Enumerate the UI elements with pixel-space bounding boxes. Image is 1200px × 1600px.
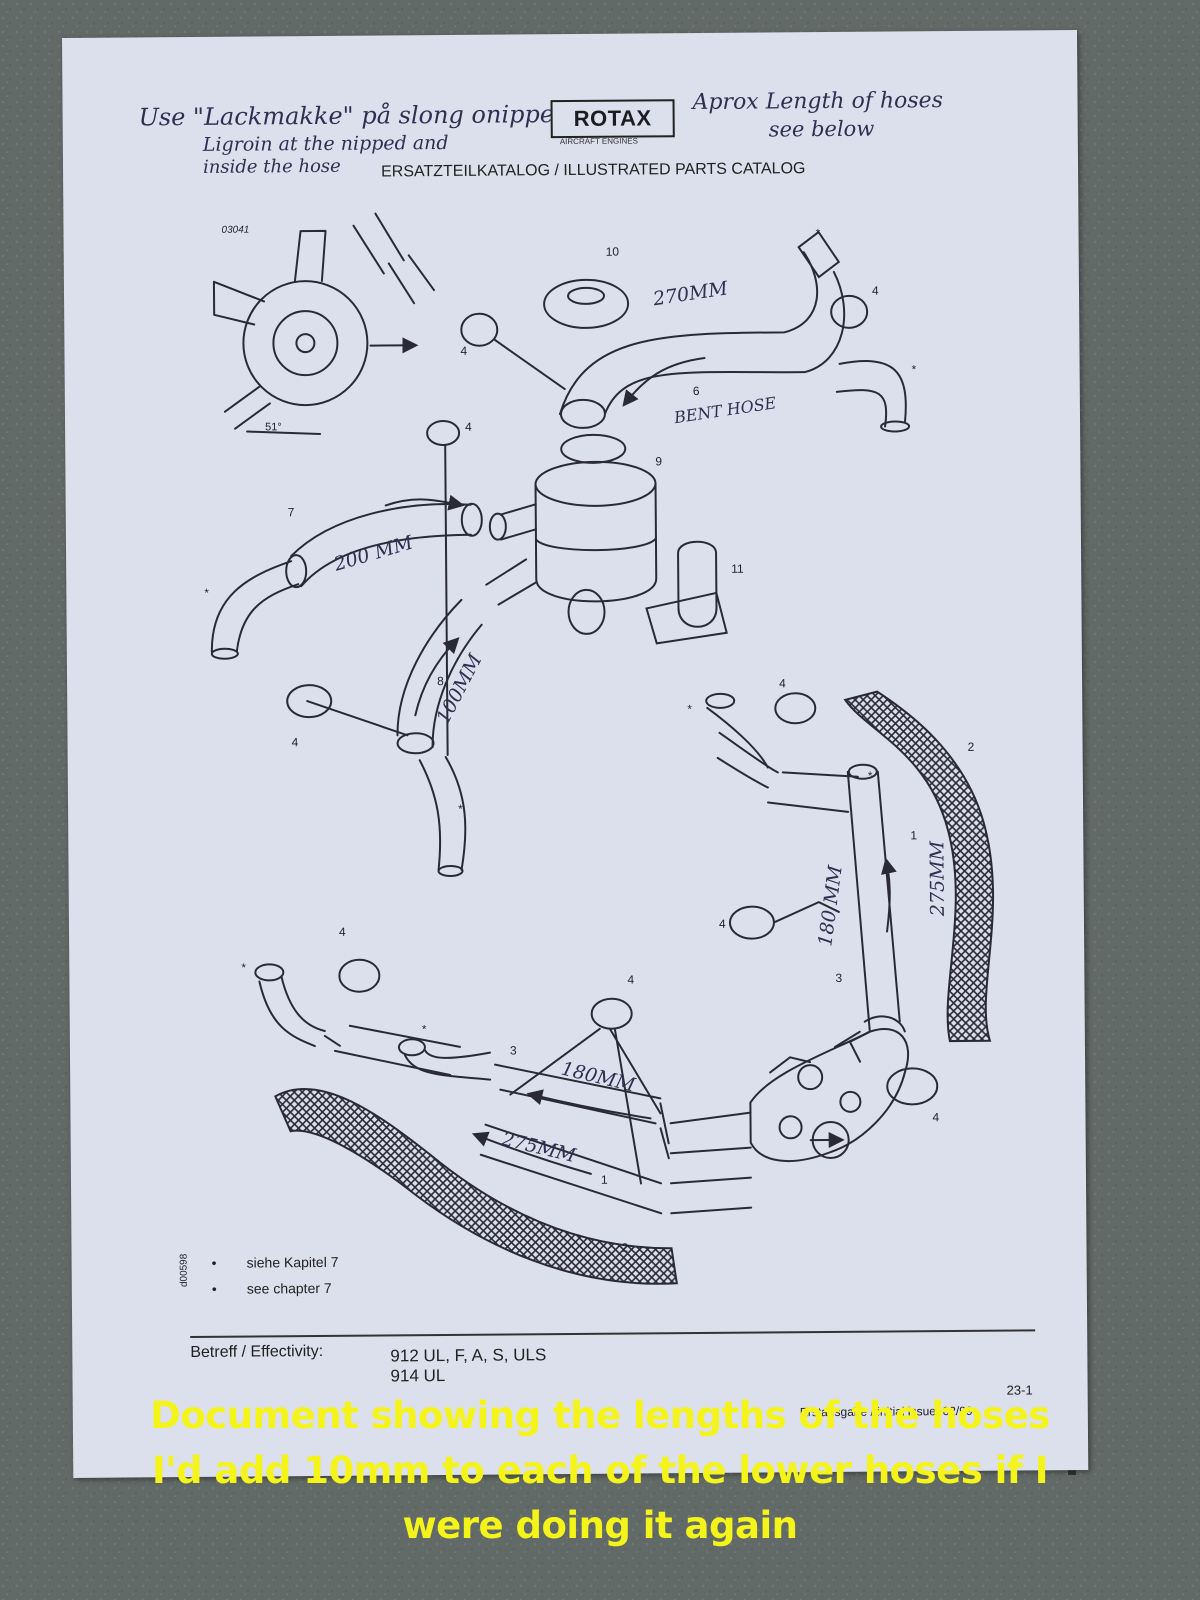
star-marker: * (912, 362, 917, 376)
part-number-2: 2 (968, 740, 975, 754)
length-180mm-bottom: 180MM (559, 1058, 638, 1097)
caption-line-1: Document showing the lengths of the hose… (150, 1394, 1050, 1437)
part-number-3: 3 (510, 1043, 517, 1057)
star-marker: * (868, 769, 873, 783)
handwritten-note-line3: inside the hose (203, 156, 341, 178)
radiator-top-view (242, 280, 369, 407)
cooling-hose-diagram: Use "Lackmakke" på slong onipped Ligroin… (139, 88, 995, 1287)
star-marker: * (422, 1022, 427, 1036)
effectivity-value-2: 914 UL (390, 1366, 446, 1386)
star-marker: * (458, 802, 463, 816)
part-number-1: 1 (910, 828, 917, 842)
part-number-4: 4 (291, 735, 298, 749)
part-number-4: 4 (465, 420, 472, 434)
rotax-logo: ROTAX (550, 99, 675, 139)
part-number-4: 4 (872, 284, 879, 298)
handwritten-note-line1: Use "Lackmakke" på slong onipped (139, 99, 570, 131)
part-number-10: 10 (606, 245, 620, 259)
part-number-2: 2 (621, 1241, 628, 1255)
part-number-4: 4 (932, 1110, 939, 1124)
catalog-title: ERSATZTEILKATALOG / ILLUSTRATED PARTS CA… (380, 160, 806, 181)
water-pump-manifold (749, 1028, 910, 1163)
bent-hose-note: BENT HOSE (672, 393, 778, 427)
pressure-cap (543, 278, 630, 329)
caption-line-3: were doing it again (402, 1504, 799, 1547)
overlay-caption: Document showing the lengths of the hose… (100, 1388, 1100, 1553)
rotax-logo-subtitle: AIRCRAFT ENGINES (559, 136, 638, 147)
footnote-german: siehe Kapitel 7 (246, 1253, 339, 1271)
part-number-4: 4 (460, 344, 467, 358)
length-275mm-right: 275MM (926, 840, 949, 917)
part-number-6: 6 (693, 384, 700, 398)
length-100mm: 100MM (432, 650, 487, 727)
length-200mm: 200 MM (330, 531, 416, 576)
caption-line-2: I'd add 10mm to each of the lower hoses … (151, 1449, 1049, 1492)
footnote-english: see chapter 7 (246, 1279, 332, 1297)
part-number-4: 4 (339, 925, 346, 939)
part-number-1: 1 (601, 1173, 608, 1187)
star-marker: * (241, 961, 246, 975)
star-marker: * (816, 226, 821, 240)
effectivity-label: Betreff / Effectivity: (190, 1342, 324, 1362)
part-number-4: 4 (719, 917, 726, 931)
part-number-7: 7 (288, 505, 295, 519)
footnote-bullet: • (211, 1280, 217, 1297)
length-180mm-right: 180 MM (814, 864, 847, 948)
angle-label: 51° (265, 421, 282, 433)
handwritten-note-right2: see below (769, 117, 875, 142)
length-275mm-bottom: 275MM (499, 1128, 579, 1167)
part-number-3: 3 (835, 971, 842, 985)
part-number-8: 8 (437, 674, 444, 688)
star-marker: * (687, 702, 692, 716)
part-number-11: 11 (731, 562, 744, 576)
expansion-tank (560, 433, 627, 464)
handwritten-note-line2: Ligroin at the nipped and (202, 132, 449, 156)
parts-catalog-sheet: Use "Lackmakke" på slong onipped Ligroin… (62, 30, 1089, 1478)
braided-hose-bottom (274, 1087, 678, 1285)
braided-hose-right (843, 690, 995, 1043)
part-number-9: 9 (655, 454, 662, 468)
part-number-4: 4 (627, 973, 634, 987)
drawing-code: d00598 (179, 1253, 190, 1287)
handwritten-note-right1: Aprox Length of hoses (690, 88, 943, 115)
length-270mm: 270MM (651, 277, 730, 310)
footnote-bullet: • (211, 1254, 217, 1271)
part-number-4: 4 (779, 676, 786, 690)
star-marker: * (204, 586, 209, 600)
inset-code: 03041 (221, 225, 249, 236)
effectivity-value: 912 UL, F, A, S, ULS (390, 1345, 547, 1366)
